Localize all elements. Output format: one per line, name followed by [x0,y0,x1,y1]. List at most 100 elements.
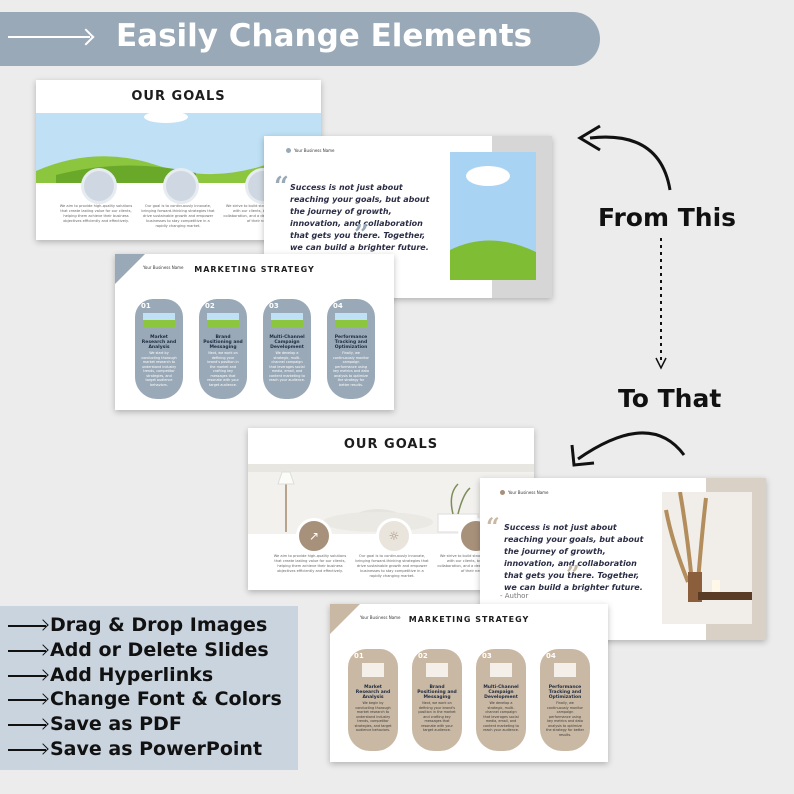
close-quote-icon: ” [354,220,369,250]
to-that-label: To That [618,384,722,413]
before-goals-title: OUR GOALS [131,89,226,104]
banner-title: Easily Change Elements [116,18,533,54]
before-quote-text: Success is not just about reaching your … [290,183,430,252]
after-step-card-3: 03 Multi-Channel Campaign Development We… [476,649,526,751]
after-strategy-title: MARKETING STRATEGY [408,615,530,624]
after-step-card-4: 04 Performance Tracking and Optimization… [540,649,590,751]
before-goals-icon-2 [163,168,199,204]
step-number: 03 [269,302,279,310]
feature-item: Add Hyperlinks [8,664,213,686]
after-quote-image [662,492,752,624]
step-title: Market Research and Analysis [355,685,391,700]
before-strategy-business-name: Your Business Name [143,265,184,270]
before-quote-logo-icon [286,148,291,153]
before-goals-caption-2: Our goal is to continuously innovate, br… [141,204,215,228]
step-number: 01 [354,652,364,660]
arrow-right-icon [8,718,50,730]
after-strategy-corner [330,604,360,634]
before-strategy-slide: Your Business Name MARKETING STRATEGY 01… [115,254,394,410]
before-step-card-3: 03 Multi-Channel Campaign Development We… [263,299,311,399]
step-number: 03 [482,652,492,660]
after-strategy-slide: Your Business Name MARKETING STRATEGY 01… [330,604,608,762]
after-goals-growth-icon: ↗ [296,518,332,554]
curved-arrow-from-icon [577,124,672,191]
step-number: 04 [333,302,343,310]
after-quote-text: Success is not just about reaching your … [504,523,644,592]
arrow-right-icon [8,693,50,705]
step-message-icon [426,663,448,677]
feature-label: Add Hyperlinks [50,664,214,686]
after-step-card-1: 01 Market Research and Analysis We begin… [348,649,398,751]
step-body: We develop a strategic, multi-channel ca… [483,701,519,732]
step-body: Next, we work on defining your brand's p… [418,701,456,732]
feature-label: Save as PDF [50,713,182,735]
before-goals-caption-1: We aim to provide high-quality solutions… [59,204,133,223]
feature-label: Change Font & Colors [50,688,282,710]
before-strategy-title: MARKETING STRATEGY [194,265,315,274]
step-image [207,313,239,327]
from-this-label: From This [598,203,737,232]
step-mail-icon [490,663,512,677]
step-body: Next, we work on defining your brand's p… [207,351,239,387]
after-goals-caption-3: We strive to build strong relationships … [437,554,511,573]
step-title: Performance Tracking and Optimization [334,335,368,350]
after-goals-caption-1: We aim to provide high-quality solutions… [273,554,347,573]
step-title: Performance Tracking and Optimization [548,685,582,700]
step-analytics-icon [554,663,576,677]
before-quote-business-name: Your Business Name [294,148,335,153]
arrow-right-icon [8,669,50,681]
open-quote-icon: “ [274,172,289,202]
step-number: 02 [418,652,428,660]
before-strategy-corner [115,254,145,284]
step-title: Multi-Channel Campaign Development [483,685,519,700]
step-number: 04 [546,652,556,660]
step-number: 01 [141,302,151,310]
feature-item: Save as PDF [8,713,182,735]
after-quote-author: - Author [500,592,529,600]
feature-item: Change Font & Colors [8,688,282,710]
step-title: Market Research and Analysis [141,335,177,350]
feature-label: Save as PowerPoint [50,738,263,760]
feature-item: Drag & Drop Images [8,614,267,636]
step-body: Finally, we continuously monitor campaig… [333,351,369,387]
after-goals-title: OUR GOALS [343,437,439,452]
open-quote-icon: “ [486,512,500,541]
close-quote-icon: ” [566,560,580,589]
features-box: Drag & Drop Images Add or Delete Slides … [0,606,298,770]
before-goals-icon-1 [81,168,117,204]
after-quote-business-name: Your Business Name [508,490,549,495]
dotted-arrow-down-icon [655,238,667,370]
after-strategy-business-name: Your Business Name [360,615,401,620]
step-title: Brand Positioning and Messaging [417,685,457,700]
step-image [271,313,303,327]
step-body: We begin by conducting thorough market r… [354,701,392,732]
step-body: We start by conducting thorough market r… [141,351,177,387]
step-title: Multi-Channel Campaign Development [269,335,305,350]
step-image [335,313,367,327]
after-goals-idea-icon: ☼ [376,518,412,554]
curved-arrow-to-icon [570,431,686,467]
step-title: Brand Positioning and Messaging [203,335,243,350]
before-step-card-4: 04 Performance Tracking and Optimization… [327,299,375,399]
feature-label: Drag & Drop Images [50,614,268,636]
step-body: We develop a strategic, multi-channel ca… [269,351,305,382]
feature-label: Add or Delete Slides [50,639,269,661]
arrow-right-icon [8,36,90,38]
step-image [143,313,175,327]
header-banner [0,12,600,66]
arrow-right-icon [8,743,50,755]
before-goals-caption-3: We strive to build strong relationships … [223,204,297,223]
before-step-card-2: 02 Brand Positioning and Messaging Next,… [199,299,247,399]
step-number: 02 [205,302,215,310]
step-body: Finally, we continuously monitor campaig… [546,701,584,737]
before-quote-image [450,152,536,280]
step-chart-icon [362,663,384,677]
feature-item: Save as PowerPoint [8,738,262,760]
arrow-right-icon [8,619,50,631]
after-goals-caption-2: Our goal is to continuously innovate, br… [355,554,429,578]
before-step-card-1: 01 Market Research and Analysis We start… [135,299,183,399]
feature-item: Add or Delete Slides [8,639,269,661]
after-quote-logo-icon [500,490,505,495]
arrow-right-icon [8,644,50,656]
after-quote-slide: Your Business Name “ Success is not just… [480,478,766,640]
